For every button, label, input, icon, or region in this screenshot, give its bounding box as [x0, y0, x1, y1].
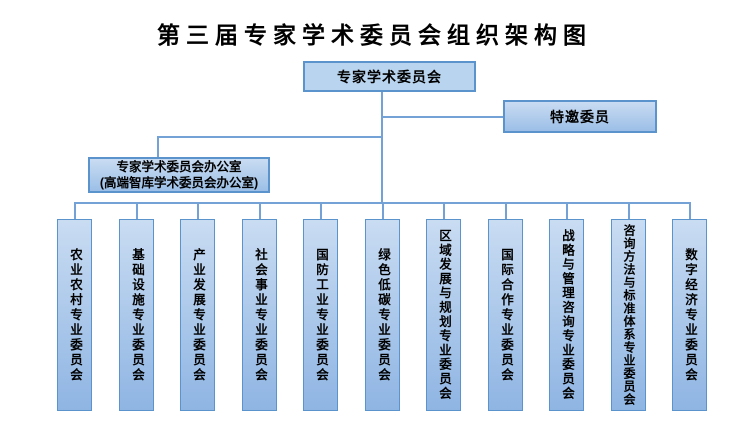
committee-stub	[627, 203, 630, 219]
committee-column-strategy-management: 战略与管理咨询专业委员会	[549, 203, 584, 411]
committee-label: 绿色低碳专业委员会	[376, 247, 390, 383]
root-committee-node: 专家学术委员会	[303, 61, 476, 92]
root-committee-label: 专家学术委员会	[337, 68, 442, 85]
committee-node: 数字经济专业委员会	[672, 219, 707, 411]
committee-stub	[73, 203, 76, 219]
committee-column-agriculture-rural: 农业农村专业委员会	[57, 203, 92, 411]
committee-node: 社会事业专业委员会	[242, 219, 277, 411]
connector-office-horizontal	[157, 136, 383, 138]
committee-column-international-cooperation: 国际合作专业委员会	[488, 203, 523, 411]
committee-label: 区域发展与规划专业委员会	[437, 229, 451, 401]
committee-label: 数字经济专业委员会	[683, 247, 697, 383]
committee-stub	[504, 203, 507, 219]
committee-node: 基础设施专业委员会	[119, 219, 154, 411]
committee-stub	[319, 203, 322, 219]
committee-label: 产业发展专业委员会	[191, 247, 205, 383]
committee-column-defense-industry: 国防工业专业委员会	[303, 203, 338, 411]
invited-members-node: 特邀委员	[503, 100, 657, 133]
committee-stub	[258, 203, 261, 219]
committee-node: 国防工业专业委员会	[303, 219, 338, 411]
committee-stub	[565, 203, 568, 219]
committee-stub	[688, 203, 691, 219]
committee-column-social-affairs: 社会事业专业委员会	[242, 203, 277, 411]
committee-label: 国际合作专业委员会	[499, 247, 513, 383]
committee-node: 战略与管理咨询专业委员会	[549, 219, 584, 411]
committee-column-green-low-carbon: 绿色低碳专业委员会	[365, 203, 400, 411]
committee-column-industry-development: 产业发展专业委员会	[180, 203, 215, 411]
committee-node: 区域发展与规划专业委员会	[426, 219, 461, 411]
committee-column-methods-standards: 咨询方法与标准体系专业委员会	[611, 203, 646, 411]
committee-label: 基础设施专业委员会	[130, 247, 144, 383]
connector-invited-line	[382, 116, 503, 118]
chart-title: 第三届专家学术委员会组织架构图	[157, 22, 592, 48]
committee-label: 农业农村专业委员会	[68, 247, 82, 383]
committee-stub	[442, 203, 445, 219]
committee-node: 绿色低碳专业委员会	[365, 219, 400, 411]
committee-stub	[196, 203, 199, 219]
office-label-line1: 专家学术委员会办公室	[116, 160, 242, 174]
invited-members-label: 特邀委员	[550, 108, 610, 125]
committee-label: 社会事业专业委员会	[253, 247, 267, 383]
committee-stub	[135, 203, 138, 219]
committee-column-infrastructure: 基础设施专业委员会	[119, 203, 154, 411]
committee-column-digital-economy: 数字经济专业委员会	[672, 203, 707, 411]
office-label-line2: (高端智库学术委员会办公室)	[99, 176, 259, 190]
committee-stub	[381, 203, 384, 219]
committee-label: 国防工业专业委员会	[314, 247, 328, 383]
committee-node: 国际合作专业委员会	[488, 219, 523, 411]
committee-label: 战略与管理咨询专业委员会	[560, 229, 574, 401]
connector-trunk-line	[381, 92, 383, 203]
committee-label: 咨询方法与标准体系专业委员会	[622, 224, 636, 406]
committee-node: 产业发展专业委员会	[180, 219, 215, 411]
committee-column-regional-planning: 区域发展与规划专业委员会	[426, 203, 461, 411]
committee-node: 咨询方法与标准体系专业委员会	[611, 219, 646, 411]
connector-office-vertical	[157, 137, 159, 157]
committee-node: 农业农村专业委员会	[57, 219, 92, 411]
office-node: 专家学术委员会办公室 (高端智库学术委员会办公室)	[88, 157, 270, 193]
